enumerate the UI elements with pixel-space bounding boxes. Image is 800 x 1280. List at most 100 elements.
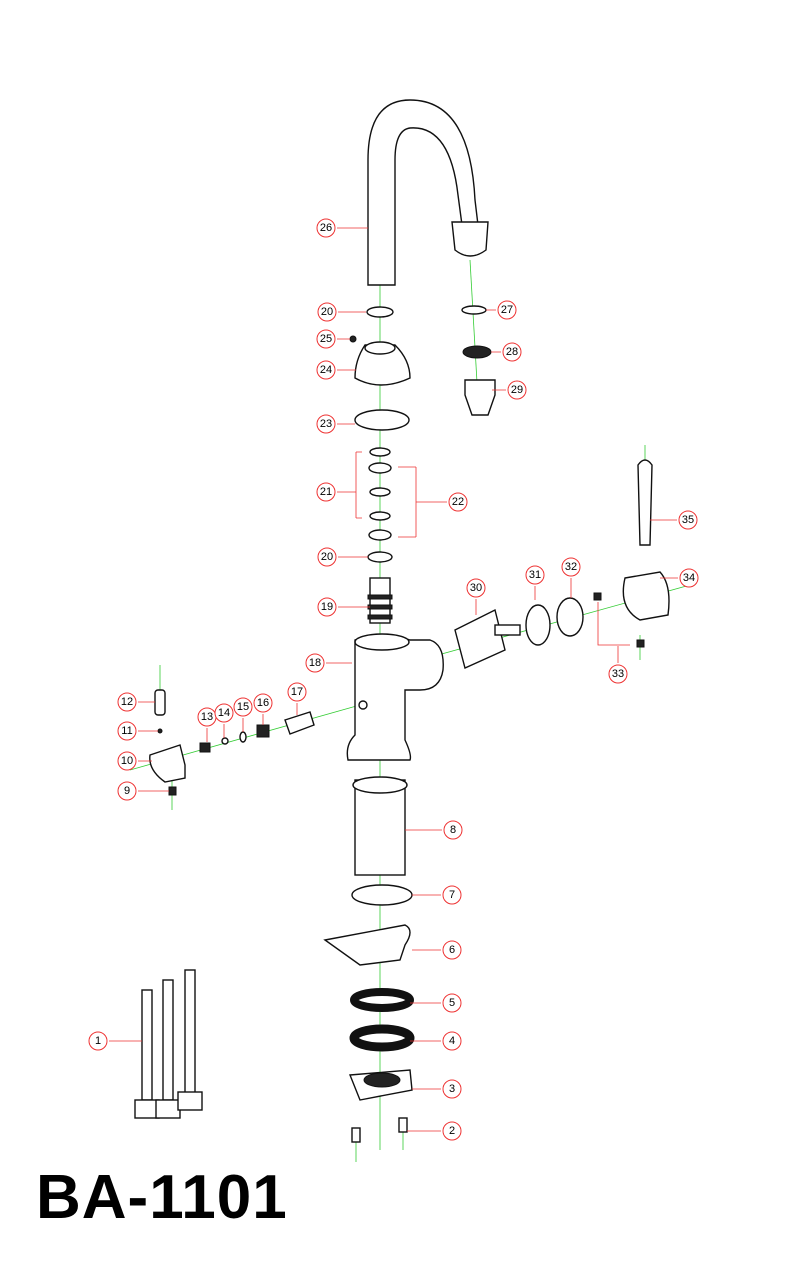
svg-text:35: 35 [682,514,694,526]
callout-16: 16 [253,693,273,713]
callout-19: 19 [317,597,337,617]
svg-text:17: 17 [291,686,303,698]
svg-text:28: 28 [506,346,518,358]
svg-text:18: 18 [309,657,321,669]
bonnet-32 [556,597,584,637]
washer-15 [239,731,247,743]
callout-21: 21 [316,482,336,502]
nut-31 [525,604,551,646]
svg-text:34: 34 [683,572,695,584]
callout-12: 12 [117,692,137,712]
svg-text:24: 24 [320,364,332,376]
model-number: BA-1101 [36,1163,288,1232]
svg-text:11: 11 [121,725,132,737]
part-13 [199,742,211,753]
aerator-housing-29 [464,379,496,416]
svg-text:27: 27 [501,304,513,316]
cartridge-30 [454,608,506,669]
pin-12 [154,689,166,716]
svg-text:13: 13 [201,711,213,723]
handle-10 [149,744,186,783]
spout [367,99,489,286]
svg-text:26: 26 [320,222,332,234]
callout-7: 7 [442,885,462,905]
callout-26: 26 [316,218,336,238]
svg-text:21: 21 [320,486,332,498]
callout-23: 23 [316,414,336,434]
mounting-nut-3 [348,1069,413,1101]
o-ring-20-bottom [367,551,393,563]
callout-24: 24 [316,360,336,380]
callout-6: 6 [442,940,462,960]
callout-33: 33 [608,664,628,684]
set-screw-33b [636,639,645,648]
washer-5 [350,988,414,1012]
callout-20-bottom: 20 [317,547,337,567]
spout-collar-24 [354,341,411,386]
set-screw-9 [168,786,177,796]
svg-text:6: 6 [449,944,455,956]
set-screw-33a [593,592,602,601]
svg-text:32: 32 [565,561,577,573]
washer-27 [461,305,487,315]
base-plate-6 [323,924,411,966]
cartridge-17 [284,711,315,735]
callout-25: 25 [316,329,336,349]
callout-14: 14 [214,703,234,723]
callout-27: 27 [497,300,517,320]
svg-text:3: 3 [449,1083,455,1095]
o-ring-20-top [366,306,394,318]
callout-3: 3 [442,1079,462,1099]
o-rings-21-22 [355,447,417,541]
svg-text:4: 4 [449,1035,455,1047]
callout-34: 34 [679,568,699,588]
svg-text:8: 8 [450,824,456,836]
gasket-7 [351,884,413,906]
svg-text:9: 9 [124,785,130,797]
callouts: 26 20 25 24 23 21 22 20 19 18 12 11 10 9… [88,218,699,1141]
screw-11 [157,728,163,734]
shank-8 [352,776,408,876]
callout-31: 31 [525,565,545,585]
svg-text:1: 1 [95,1035,101,1047]
svg-text:33: 33 [612,668,624,680]
callout-28: 28 [502,342,522,362]
callout-35: 35 [678,510,698,530]
callout-5: 5 [442,993,462,1013]
lever-35 [637,459,653,546]
callout-11: 11 [117,721,137,741]
o-ring-23 [354,409,410,431]
leader-lines [109,227,678,1132]
callout-15: 15 [233,697,253,717]
callout-13: 13 [197,707,217,727]
svg-text:10: 10 [121,755,133,767]
svg-text:31: 31 [529,569,541,581]
svg-text:23: 23 [320,418,332,430]
svg-text:2: 2 [449,1125,455,1137]
nut-16 [256,724,270,738]
aerator-28 [462,345,492,359]
svg-text:20: 20 [321,306,333,318]
callout-32: 32 [561,557,581,577]
callout-2: 2 [442,1121,462,1141]
callout-10: 10 [117,751,137,771]
gasket-4 [349,1024,415,1052]
svg-text:5: 5 [449,997,455,1009]
diverter-19 [367,577,393,624]
set-screw-25 [349,335,357,343]
screw-2a [351,1127,361,1143]
svg-text:15: 15 [237,701,249,713]
svg-text:22: 22 [452,496,464,508]
callout-17: 17 [287,682,307,702]
cartridge-stem [494,624,521,636]
supply-hoses-1 [134,969,203,1119]
svg-text:16: 16 [257,697,269,709]
callout-9: 9 [117,781,137,801]
handle-34 [622,571,670,621]
callout-29: 29 [507,380,527,400]
callout-22: 22 [448,492,468,512]
svg-text:14: 14 [218,707,230,719]
callout-8: 8 [443,820,463,840]
svg-text:20: 20 [321,551,333,563]
